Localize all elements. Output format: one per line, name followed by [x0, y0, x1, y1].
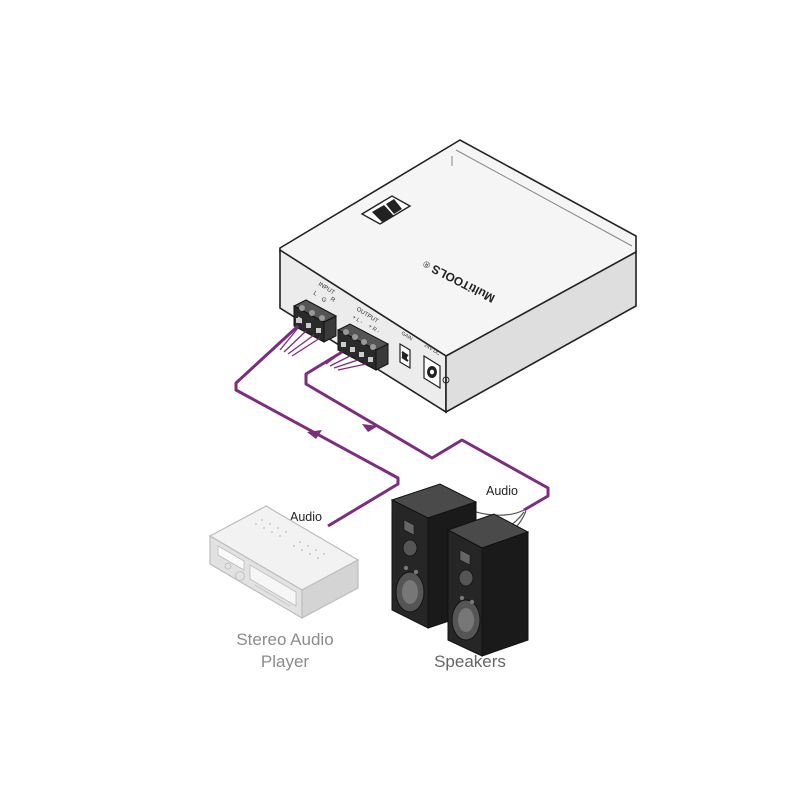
kramer-logo-icon [360, 195, 412, 225]
input-pin-r-label: R [329, 297, 336, 305]
input-audio-label: Audio [290, 510, 322, 524]
speakers-icon [390, 483, 530, 657]
device-registered-mark: ® [421, 259, 432, 271]
stereo-audio-player-caption: Stereo Audio Player [200, 629, 370, 673]
output-pins-left-label: + L - [351, 315, 364, 326]
input-cable-arrow-icon [307, 430, 322, 439]
gain-trimmer-icon [399, 342, 411, 370]
power-jack-icon [423, 354, 450, 390]
player-caption-line1: Stereo Audio [236, 630, 334, 649]
gain-label: GAIN [400, 331, 414, 343]
device-side-face [445, 250, 637, 414]
output-pins-right-label: + R - [367, 324, 381, 336]
player-caption-line2: Player [260, 652, 310, 671]
input-pin-g-label: G [320, 297, 327, 305]
input-pin-l-label: L [312, 291, 319, 298]
stereo-audio-player-icon [208, 505, 360, 620]
output-audio-cable [304, 350, 550, 512]
output-cable-arrow-icon [362, 424, 378, 432]
audio-amplifier-device: MultiTOOLS ® INPUT L G R OUTPUT + L - + … [279, 139, 637, 414]
output-audio-label: Audio [486, 484, 518, 498]
speaker-right [446, 513, 530, 657]
speakers-caption: Speakers [434, 652, 506, 671]
input-terminal-block-icon [292, 299, 338, 343]
output-terminal-block-icon [336, 323, 390, 371]
